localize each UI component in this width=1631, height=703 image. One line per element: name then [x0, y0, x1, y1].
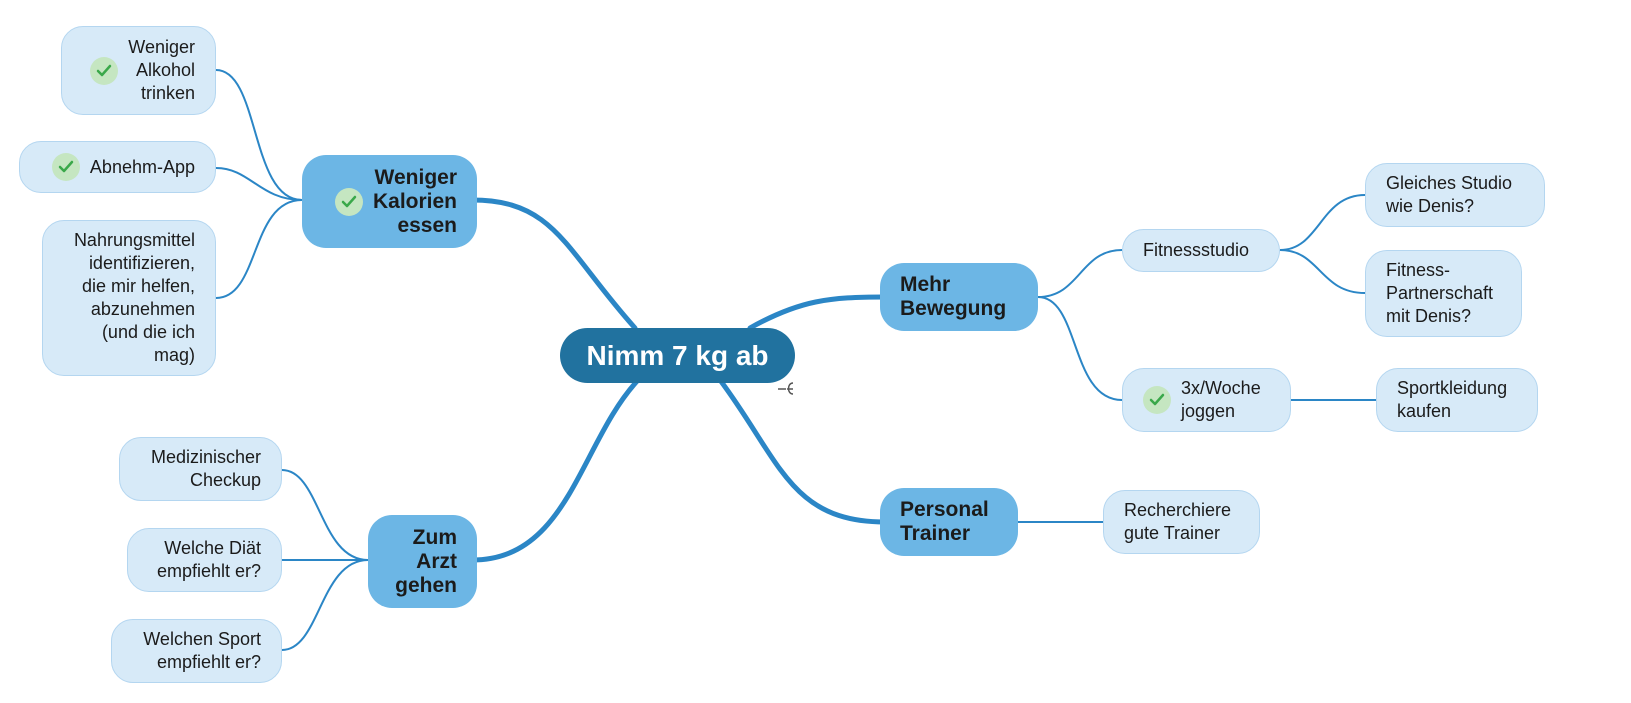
- leaf-abnehm-app[interactable]: Abnehm-App: [19, 141, 216, 193]
- connector-fitnessstudio-partnerschaft: [1279, 249, 1366, 294]
- leaf-joggen[interactable]: 3x/Woche joggen: [1122, 368, 1291, 432]
- leaf-label: Nahrungsmittel identifizieren, die mir h…: [73, 230, 195, 365]
- leaf-label: Medizinischer Checkup: [150, 447, 261, 490]
- checkmark-icon: [334, 187, 363, 216]
- leaf-recherchiere-trainer[interactable]: Recherchiere gute Trainer: [1103, 490, 1260, 554]
- leaf-label: Welche Diät empfiehlt er?: [156, 538, 261, 581]
- connector-kalorien-app: [215, 167, 303, 201]
- connector-bewegung-joggen: [1037, 296, 1123, 401]
- connector-central-arzt: [469, 375, 643, 563]
- connector-central-bewegung: [747, 294, 888, 331]
- leaf-gleiches-studio[interactable]: Gleiches Studio wie Denis?: [1365, 163, 1545, 227]
- checkmark-icon: [90, 56, 119, 85]
- leaf-medizinischer-checkup[interactable]: Medizinischer Checkup: [119, 437, 282, 501]
- leaf-welchen-sport[interactable]: Welchen Sport empfiehlt er?: [111, 619, 282, 683]
- leaf-fitness-partnerschaft[interactable]: Fitness- Partnerschaft mit Denis?: [1365, 250, 1522, 337]
- connector-kalorien-nahrung: [215, 199, 303, 299]
- leaf-label: Fitnessstudio: [1143, 240, 1250, 260]
- connector-bewegung-fitnessstudio: [1037, 249, 1123, 298]
- checkmark-icon: [1143, 386, 1171, 414]
- branch-label: Zum Arzt gehen: [395, 525, 457, 597]
- branch-personal-trainer[interactable]: Personal Trainer: [880, 488, 1018, 556]
- leaf-label: Sportkleidung kaufen: [1397, 378, 1508, 421]
- leaf-label: Gleiches Studio wie Denis?: [1386, 173, 1513, 216]
- leaf-label: Welchen Sport empfiehlt er?: [143, 629, 261, 672]
- central-topic[interactable]: Nimm 7 kg ab: [560, 328, 795, 383]
- connector-kalorien-alkohol: [215, 69, 303, 201]
- connector-fitnessstudio-studio: [1279, 194, 1366, 251]
- leaf-label: Weniger Alkohol trinken: [128, 37, 195, 103]
- leaf-label: Fitness- Partnerschaft mit Denis?: [1386, 260, 1494, 326]
- collapse-icon[interactable]: [777, 380, 797, 401]
- branch-mehr-bewegung[interactable]: Mehr Bewegung: [880, 263, 1038, 331]
- central-topic-label: Nimm 7 kg ab: [586, 339, 769, 371]
- branch-label: Weniger Kalorien essen: [372, 165, 457, 237]
- connector-central-kalorien: [469, 197, 638, 331]
- branch-weniger-kalorien[interactable]: Weniger Kalorien essen: [302, 155, 477, 248]
- branch-label: Personal Trainer: [900, 498, 989, 545]
- branch-zum-arzt[interactable]: Zum Arzt gehen: [368, 515, 477, 608]
- leaf-label: Abnehm-App: [89, 156, 195, 177]
- connector-central-trainer: [717, 377, 888, 525]
- checkmark-icon: [51, 153, 80, 181]
- connector-arzt-checkup: [281, 469, 369, 561]
- leaf-welche-diaet[interactable]: Welche Diät empfiehlt er?: [127, 528, 282, 592]
- leaf-label: Recherchiere gute Trainer: [1124, 500, 1232, 543]
- leaf-weniger-alkohol[interactable]: Weniger Alkohol trinken: [61, 26, 216, 115]
- leaf-label: 3x/Woche joggen: [1181, 378, 1261, 421]
- leaf-fitnessstudio[interactable]: Fitnessstudio: [1122, 229, 1280, 272]
- leaf-nahrungsmittel[interactable]: Nahrungsmittel identifizieren, die mir h…: [42, 220, 216, 376]
- connector-arzt-sport: [281, 559, 369, 651]
- branch-label: Mehr Bewegung: [900, 273, 1007, 320]
- leaf-sportkleidung[interactable]: Sportkleidung kaufen: [1376, 368, 1538, 432]
